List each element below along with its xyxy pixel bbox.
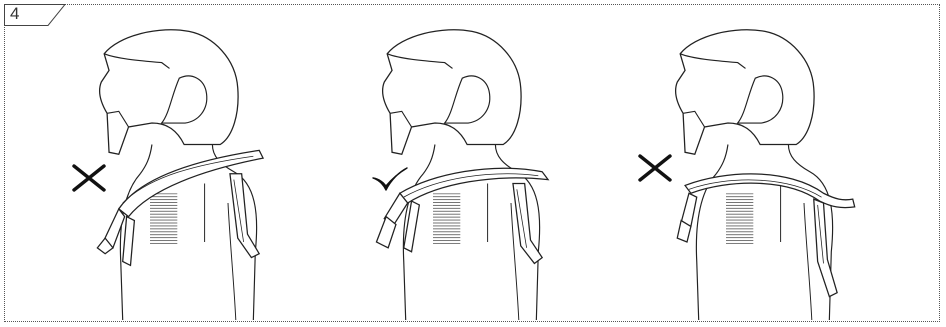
panel-too-far-back [576, 8, 876, 320]
rider-illustration [576, 8, 876, 320]
cross-icon [636, 148, 676, 188]
neck-brace [677, 174, 854, 297]
neck-brace [97, 150, 263, 265]
panel-correct-fit [283, 8, 583, 320]
checkmark-icon [369, 164, 409, 194]
cross-icon [70, 160, 110, 200]
rider-illustration [283, 8, 583, 320]
panel-too-far-forward [0, 8, 300, 320]
rider-illustration [0, 8, 300, 320]
